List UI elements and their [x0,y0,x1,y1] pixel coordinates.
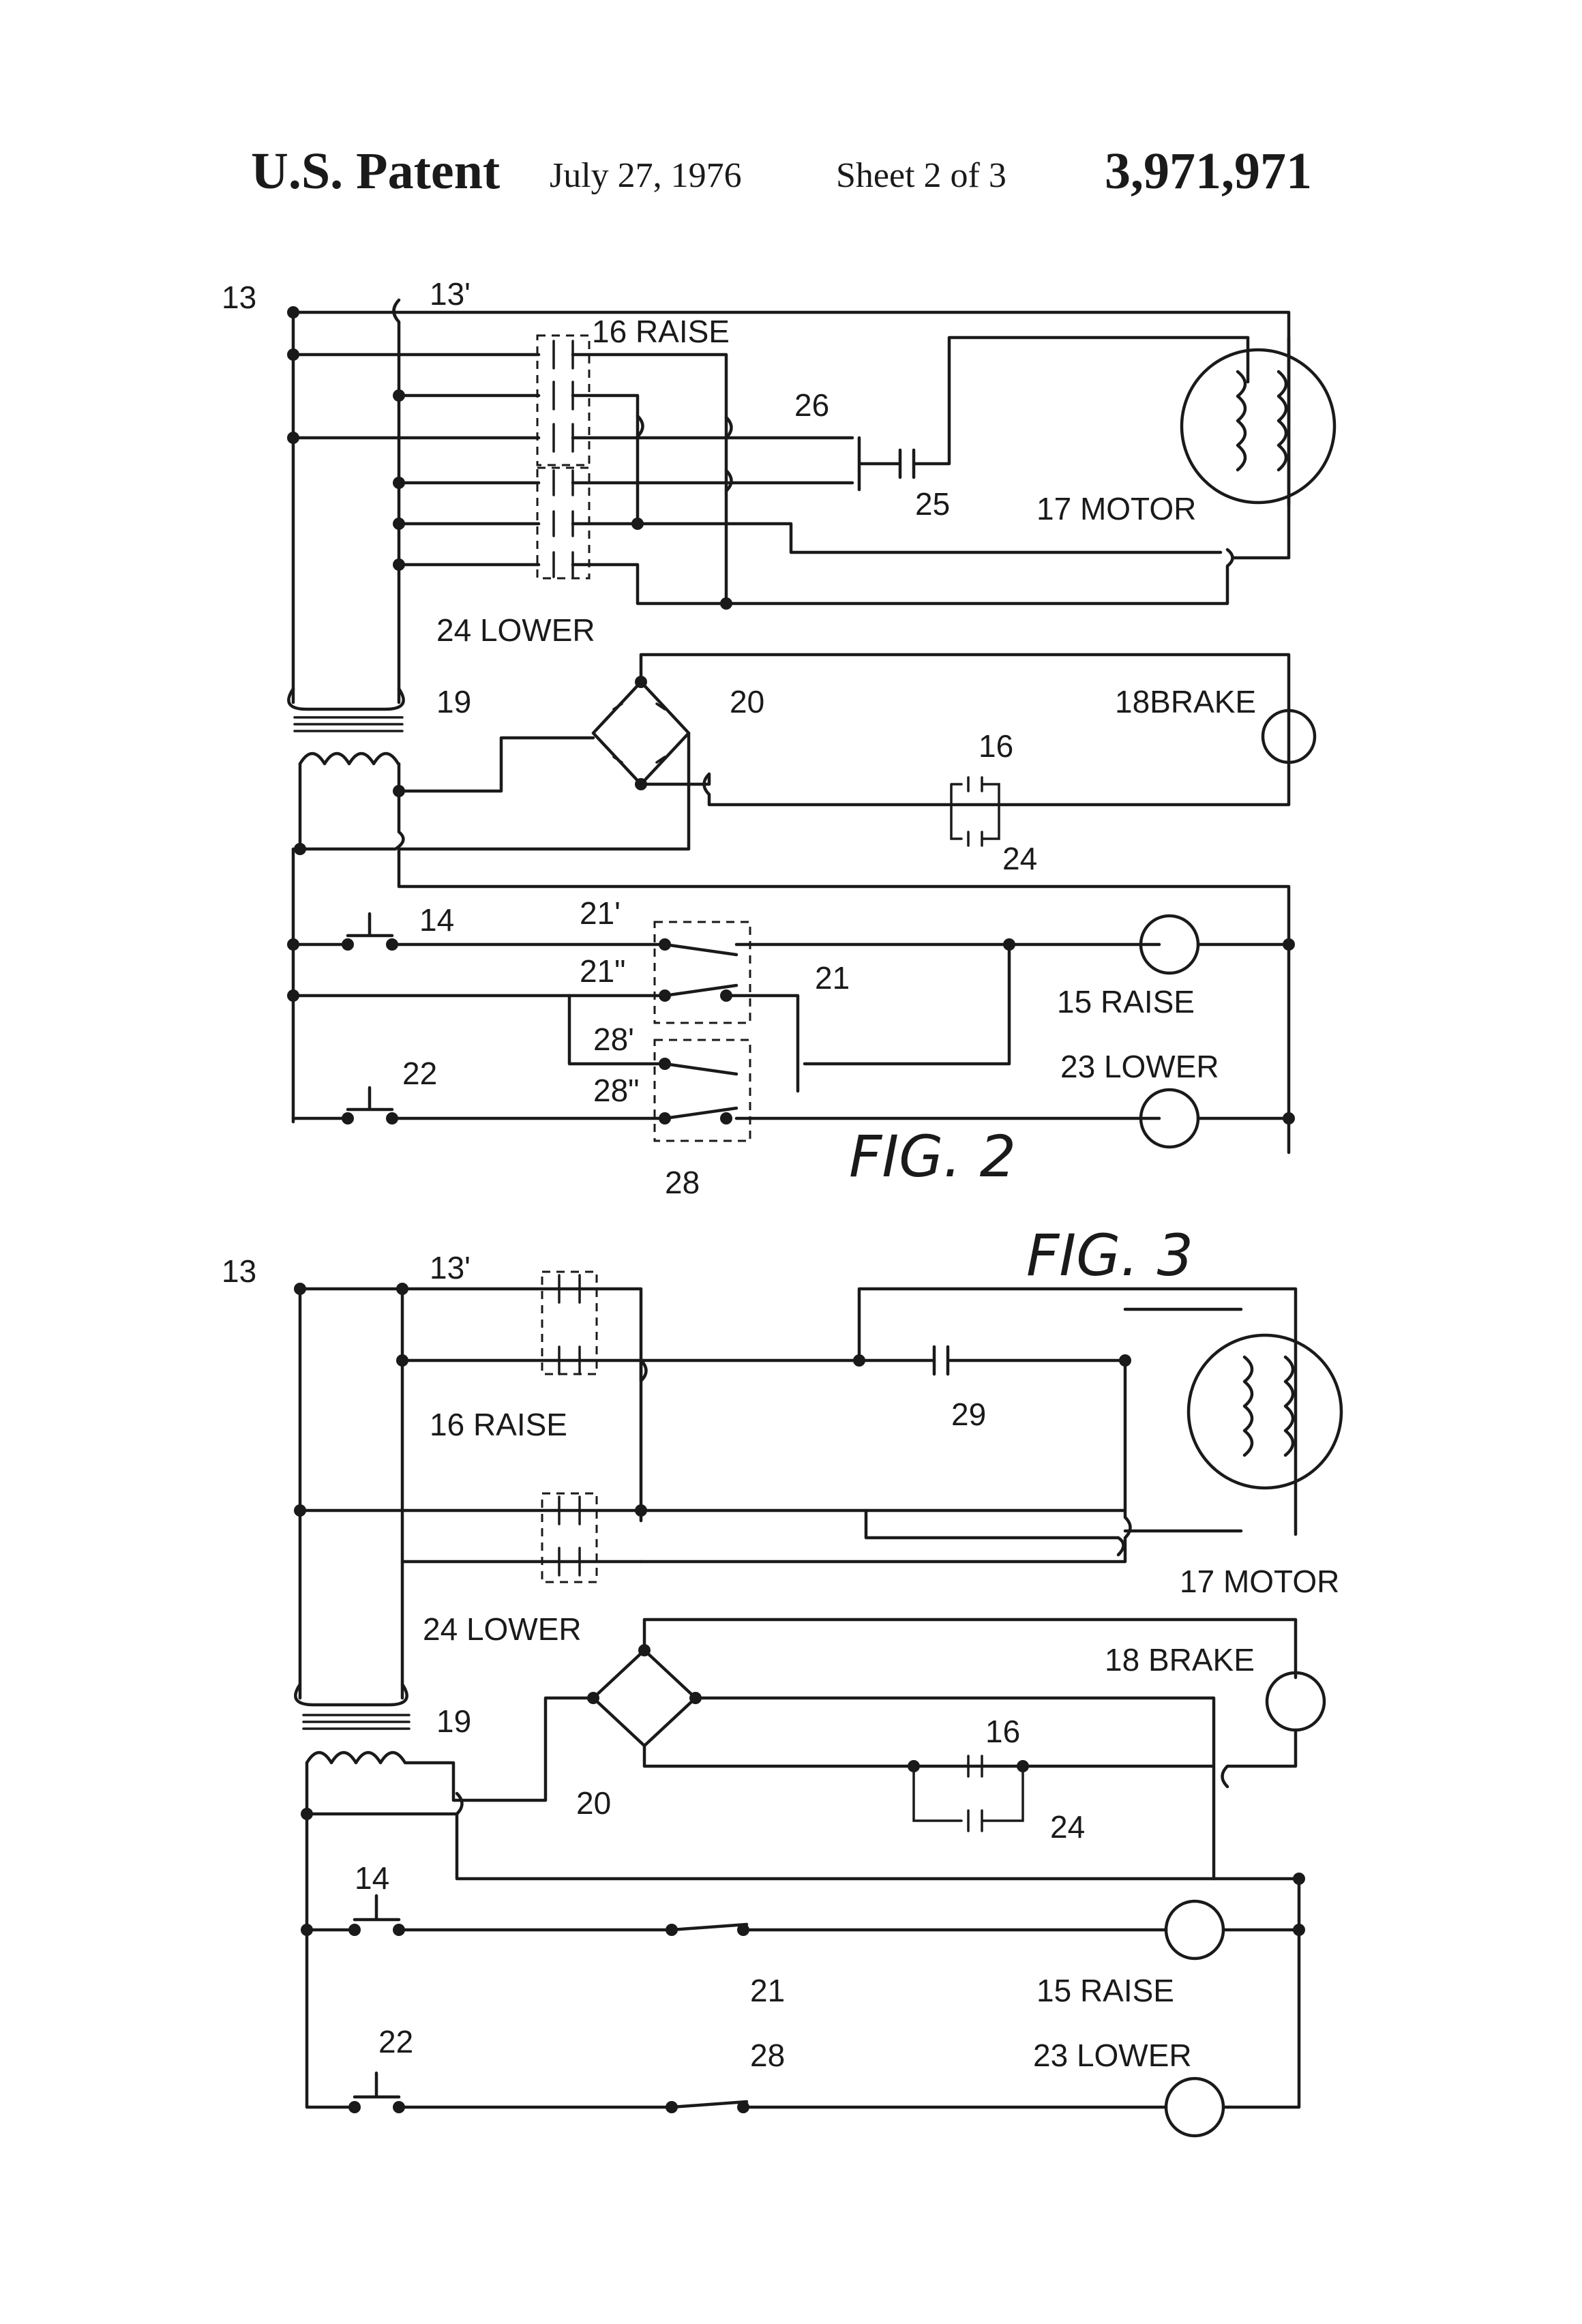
patent-date: July 27, 1976 [550,156,742,195]
fig3-label-21: 21 [750,1973,785,2008]
fig3-rung-lower [348,1928,1301,2138]
patent-title: U.S. Patent [251,143,501,200]
fig2-label-13prime: 13' [430,276,471,312]
fig3-label-17-motor: 17 MOTOR [1180,1564,1339,1599]
fig3-motor-17 [1186,1333,1343,1490]
fig3-rung-raise [305,1877,1301,1961]
fig2-label-23-lower: 23 LOWER [1060,1049,1219,1084]
fig3-brake-18 [1265,1671,1326,1732]
fig2-caption: FIG. 2 [849,1123,1016,1190]
fig2-contactor-24 [536,466,1234,606]
fig3-label-14: 14 [355,1860,389,1896]
fig3-brake-return [1221,1728,1298,1789]
patent-number: 3,971,971 [1105,143,1312,200]
fig3-label-18-brake: 18 BRAKE [1105,1642,1255,1678]
fig2-motor-leads [1246,336,1291,507]
fig3-relay-23-lower [1164,2076,1225,2138]
fig2-contact-25-26 [857,336,1250,492]
fig3-contacts [558,1274,581,1577]
fig3-label-24: 24 [1050,1809,1085,1845]
fig2-label-18-brake: 18BRAKE [1115,684,1256,719]
fig3-label-29: 29 [951,1397,986,1432]
fig2-label-28dprime: 28" [593,1073,640,1108]
fig3-label-23-lower: 23 LOWER [1033,2038,1192,2073]
fig3-label-24-lower: 24 LOWER [423,1611,582,1647]
fig2-junctions [287,306,732,855]
fig2-label-28: 28 [665,1165,700,1200]
fig2-line-13prime-vertical [392,298,401,704]
fig3-label-13: 13 [222,1253,256,1289]
fig3-junctions [294,1283,1305,1936]
fig3-label-15-raise: 15 RAISE [1036,1973,1174,2008]
fig2-label-16-raise: 16 RAISE [592,314,730,349]
fig2-crossovers [636,414,733,493]
fig3-motor-feed [639,1287,1298,1536]
fig2-label-24: 24 [1002,841,1037,876]
fig3-contact-29-wiring [639,1345,1132,1564]
fig2-contactor-16 [536,334,854,606]
fig2-rung-raise [291,912,1291,1093]
fig2-label-19: 19 [436,684,471,719]
sheet-number: Sheet 2 of 3 [836,156,1006,195]
fig2-label-16: 16 [979,728,1013,764]
fig3-transformer-19 [294,1682,1301,1881]
fig2-brake-18 [1261,709,1317,764]
fig3-caption: FIG. 3 [1026,1222,1193,1289]
fig2-label-14: 14 [419,902,454,938]
fig2-rung-lower [291,994,1291,1149]
fig2-label-21prime: 21' [580,895,621,931]
fig3-line-13 [298,1287,643,1523]
fig2-label-13: 13 [222,280,256,315]
fig3-label-28: 28 [750,2038,785,2073]
fig2-label-15-raise: 15 RAISE [1057,984,1195,1019]
fig3-contactor-24 [541,1492,598,1583]
fig2-control-supply [397,847,1291,1154]
fig2-transformer-19 [287,687,595,851]
fig3-label-19: 19 [436,1703,471,1739]
fig3-contactor-16 [541,1270,598,1375]
fig2-label-26: 26 [794,387,829,423]
fig2-motor-17 [1180,348,1337,505]
fig2-brake-contacts [950,776,1000,847]
fig2-label-22: 22 [402,1056,437,1091]
fig3-label-16: 16 [985,1714,1020,1749]
fig2-label-21: 21 [815,960,850,996]
fig3-schematic: 13 13' FIG. 3 16 RAISE 29 24 LOWER 17 MO… [222,1222,1343,2138]
fig3-brake-contacts [912,1755,1024,1832]
fig2-label-21dprime: 21" [580,953,626,989]
fig3-label-13prime: 13' [430,1250,471,1285]
fig2-schematic: 13 13' 16 RAISE 26 25 17 MOTOR 24 LOWER … [222,276,1337,1200]
fig3-label-22: 22 [378,2024,413,2059]
fig2-label-17-motor: 17 MOTOR [1036,491,1196,526]
fig3-label-20: 20 [576,1785,611,1821]
fig2-label-24-lower: 24 LOWER [436,612,595,648]
fig3-motor-leads [1123,1307,1243,1533]
fig3-control-left [305,1812,360,2109]
fig3-relay-15-raise [1164,1899,1225,1961]
fig2-label-25: 25 [915,486,950,522]
fig3-label-16-raise: 16 RAISE [430,1407,567,1442]
fig2-label-20: 20 [730,684,764,719]
fig2-label-28prime: 28' [593,1022,634,1057]
